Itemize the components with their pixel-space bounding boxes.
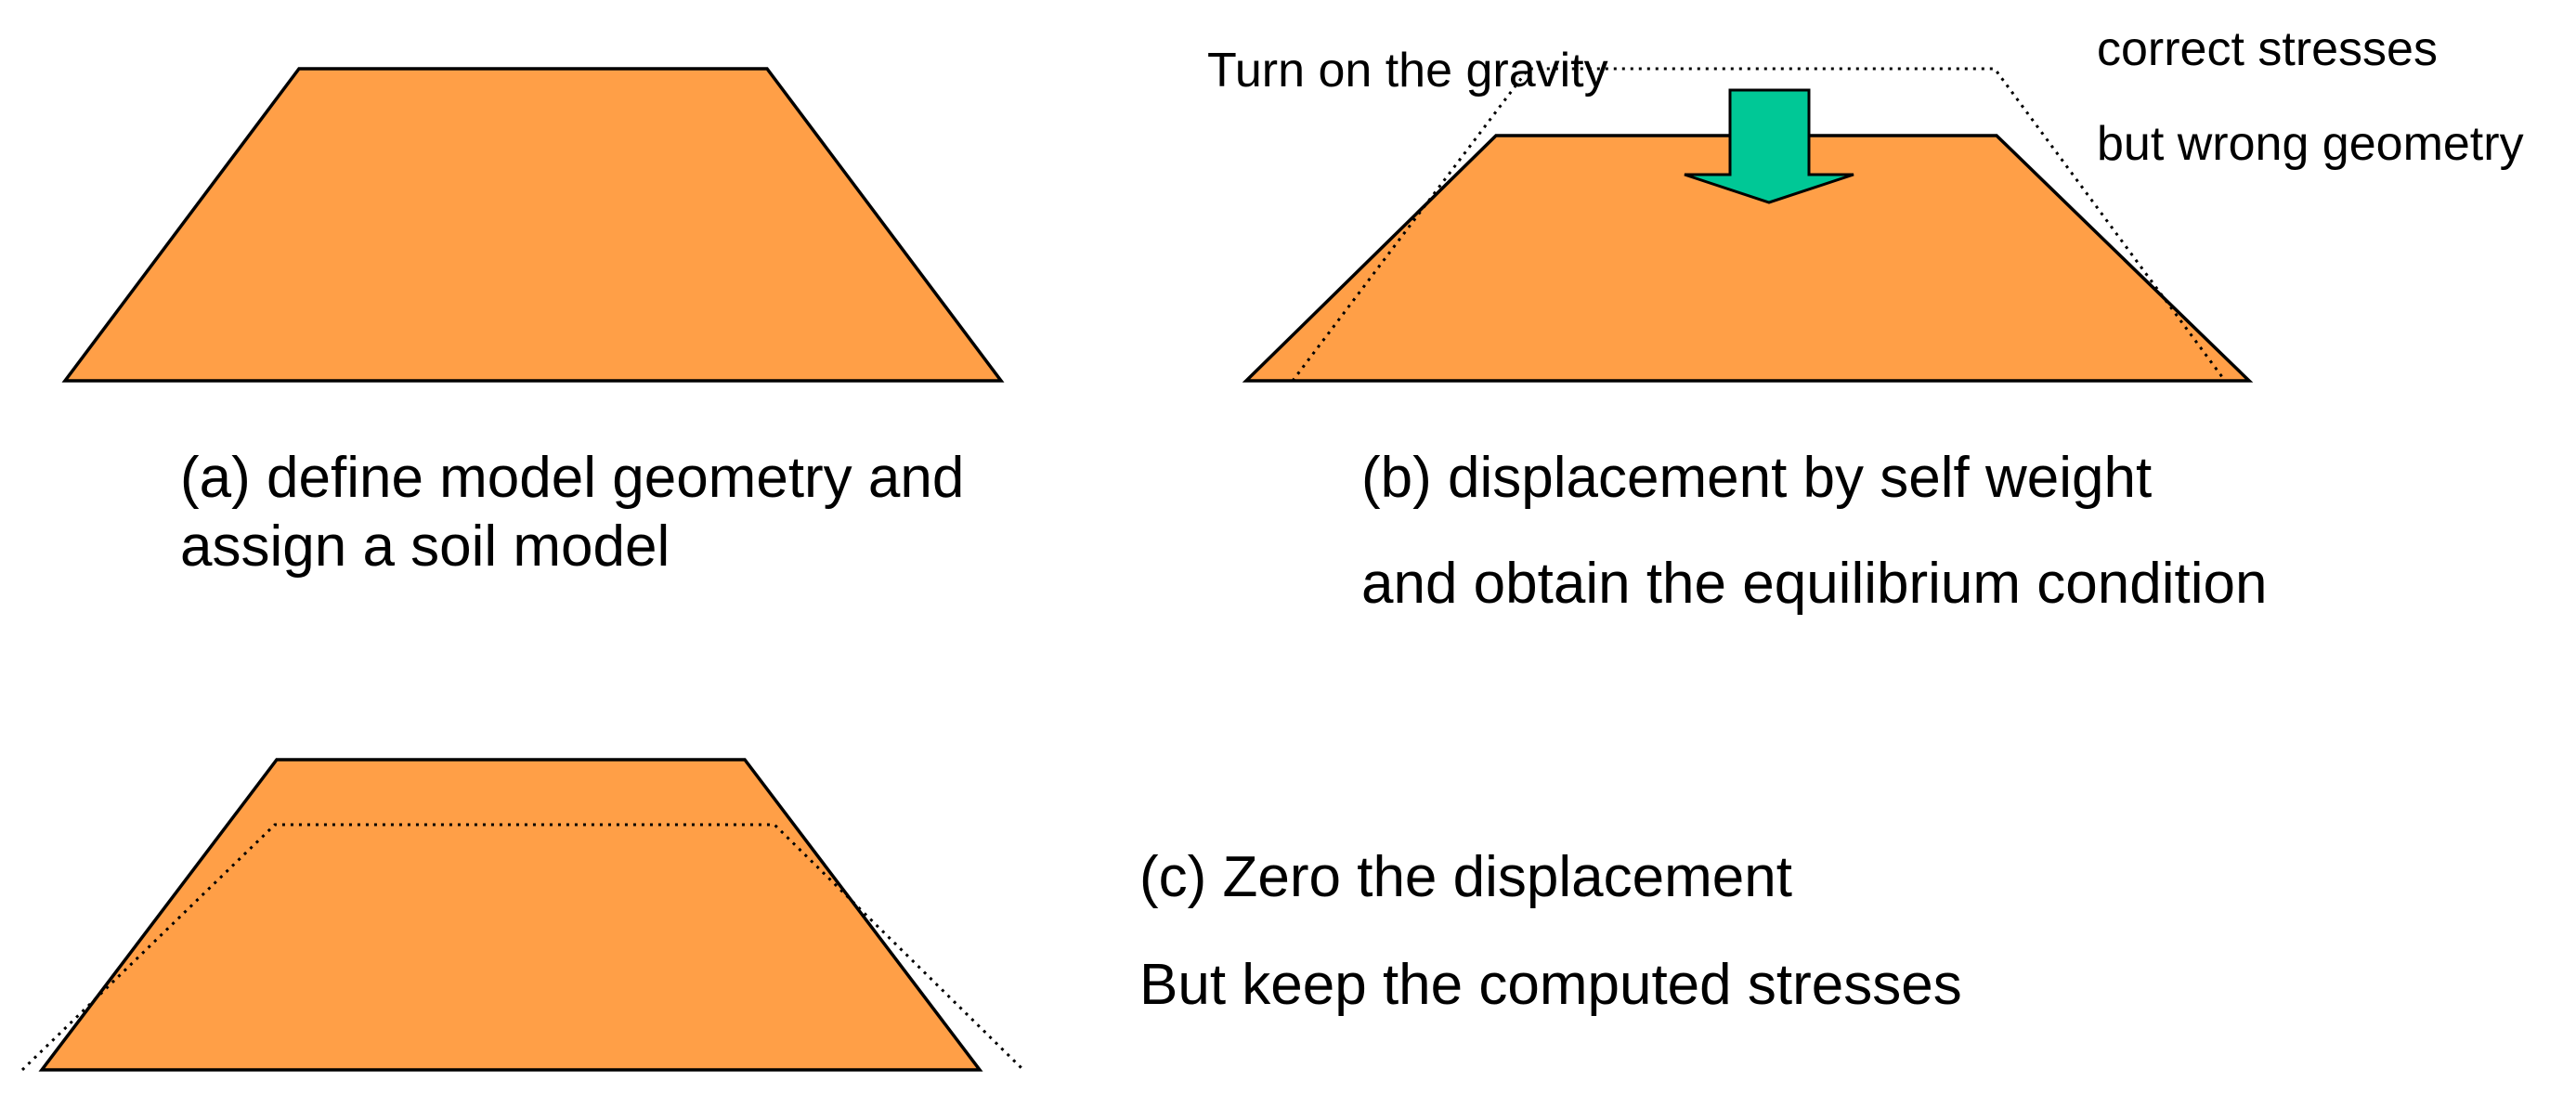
panel-a-caption-line2: assign a soil model — [180, 514, 670, 579]
panel-a-embankment — [61, 67, 1005, 383]
gravity-label: Turn on the gravity — [1207, 44, 1608, 98]
panel-a-caption-line1: (a) define model geometry and — [180, 446, 965, 510]
panel-c-caption-line2: But keep the computed stresses — [1139, 953, 1962, 1017]
panel-c-caption-line1: (c) Zero the displacement — [1139, 845, 1792, 909]
note-wrong-geometry: but wrong geometry — [2097, 117, 2524, 171]
note-correct-stresses: correct stresses — [2097, 22, 2438, 76]
panel-b-caption-line1: (b) displacement by self weight — [1361, 446, 2153, 510]
panel-b-caption-line2: and obtain the equilibrium condition — [1361, 552, 2268, 616]
down-arrow-icon — [1684, 88, 1854, 204]
panel-c-embankment — [38, 758, 983, 1072]
panel-c-deformed-outline — [20, 823, 1025, 1072]
panel-b-deformed-embankment — [1242, 134, 2254, 383]
